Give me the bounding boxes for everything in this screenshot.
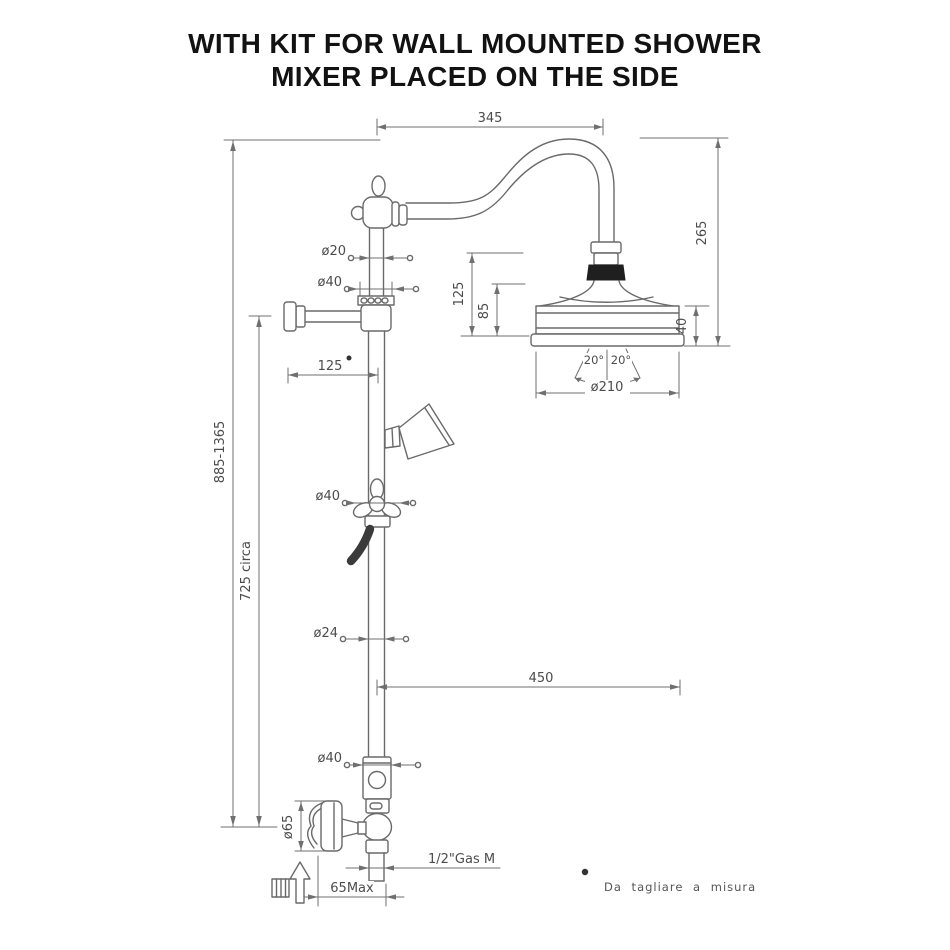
head-rim — [530, 333, 685, 347]
diagram-title: WITH KIT FOR WALL MOUNTED SHOWER MIXER P… — [0, 27, 950, 93]
dim-top-fitting-diameter: ø40 — [318, 275, 420, 293]
dim-label-mixer-offset: 450 — [529, 671, 554, 686]
ball-joint — [361, 812, 393, 842]
dim-label-head-125: 125 — [452, 282, 467, 307]
top-elbow — [350, 175, 408, 229]
dim-label-height-range: 885-1365 — [213, 421, 228, 484]
hatch-symbol-icon — [271, 878, 290, 898]
dim-column-height-range: 885-1365 — [213, 139, 381, 828]
dim-head-diameter: ø210 — [535, 351, 680, 399]
dim-slide-fitting-diameter: ø40 — [318, 751, 422, 769]
dim-upper-pipe-diameter: ø20 — [322, 244, 414, 262]
dim-label-top-fitting: ø40 — [318, 275, 343, 290]
dim-column-height-circa: 725 circa — [239, 315, 272, 828]
dim-label-slide-fitting: ø40 — [318, 751, 343, 766]
dim-label-wall-clearance: 65Max — [330, 881, 374, 896]
dim-label-pipe: ø24 — [314, 626, 339, 641]
head-band — [535, 305, 680, 335]
slide-hole — [367, 770, 387, 790]
hose-stub — [346, 524, 375, 566]
dim-head-height-125: 125 — [452, 252, 530, 337]
diagram-title-line1: WITH KIT FOR WALL MOUNTED SHOWER — [188, 28, 762, 59]
dim-diverter-diameter: ø40 — [316, 489, 417, 507]
dim-label-angle-left: 20° — [584, 353, 604, 367]
footnote: Da tagliare a misura — [581, 868, 756, 894]
head-ring-nut — [586, 264, 626, 281]
dim-label-height-circa: 725 circa — [239, 541, 254, 601]
dim-label-head-85: 85 — [477, 303, 492, 320]
wall-flange — [306, 800, 343, 852]
dim-wall-clearance: 65Max — [299, 855, 405, 907]
dim-label-outlet-thread: 1/2"Gas M — [428, 852, 495, 867]
mixer-assembly — [306, 756, 393, 882]
diagram-title-line2: MIXER PLACED ON THE SIDE — [271, 61, 679, 93]
diverter-handle — [352, 478, 402, 528]
footnote-text: Da tagliare a misura — [604, 880, 756, 894]
top-fitting — [357, 281, 395, 332]
dim-mixer-offset: 450 — [376, 671, 681, 696]
direction-arrow-icon — [289, 861, 311, 904]
dim-label-upper-pipe: ø20 — [322, 244, 347, 259]
dim-head-height-85: 85 — [477, 283, 526, 337]
dim-label-head-rim: 40 — [675, 318, 690, 335]
dim-label-angle-right: 20° — [611, 353, 631, 367]
hand-shower — [384, 403, 455, 460]
dim-label-arm-reach: 345 — [478, 111, 503, 126]
finial-knob — [371, 175, 386, 197]
wall-bracket — [283, 301, 364, 332]
shower-arm — [405, 138, 615, 243]
footnote-bullet — [581, 868, 589, 876]
spray-fan: 20° 20° — [574, 348, 641, 384]
cut-to-size-marker — [346, 355, 352, 361]
dim-label-flange: ø65 — [281, 815, 296, 840]
dim-label-diverter: ø40 — [316, 489, 341, 504]
dim-label-head-diameter: ø210 — [591, 380, 624, 395]
dim-pipe-diameter: ø24 — [314, 626, 410, 643]
dim-label-bracket-offset: 125 — [318, 359, 343, 374]
head-collar — [590, 241, 622, 254]
dim-head-drop: 265 — [639, 137, 729, 347]
dim-label-head-drop: 265 — [695, 221, 710, 246]
dim-bracket-offset: 125 — [287, 355, 379, 384]
dim-outlet-thread: 1/2"Gas M — [345, 852, 501, 871]
dim-head-rim: 40 — [675, 305, 731, 347]
dim-spray-angles: 20° 20° — [583, 353, 632, 367]
shower-head — [530, 241, 685, 347]
dim-flange-diameter: ø65 — [281, 800, 326, 852]
dim-arm-reach: 345 — [376, 111, 604, 136]
